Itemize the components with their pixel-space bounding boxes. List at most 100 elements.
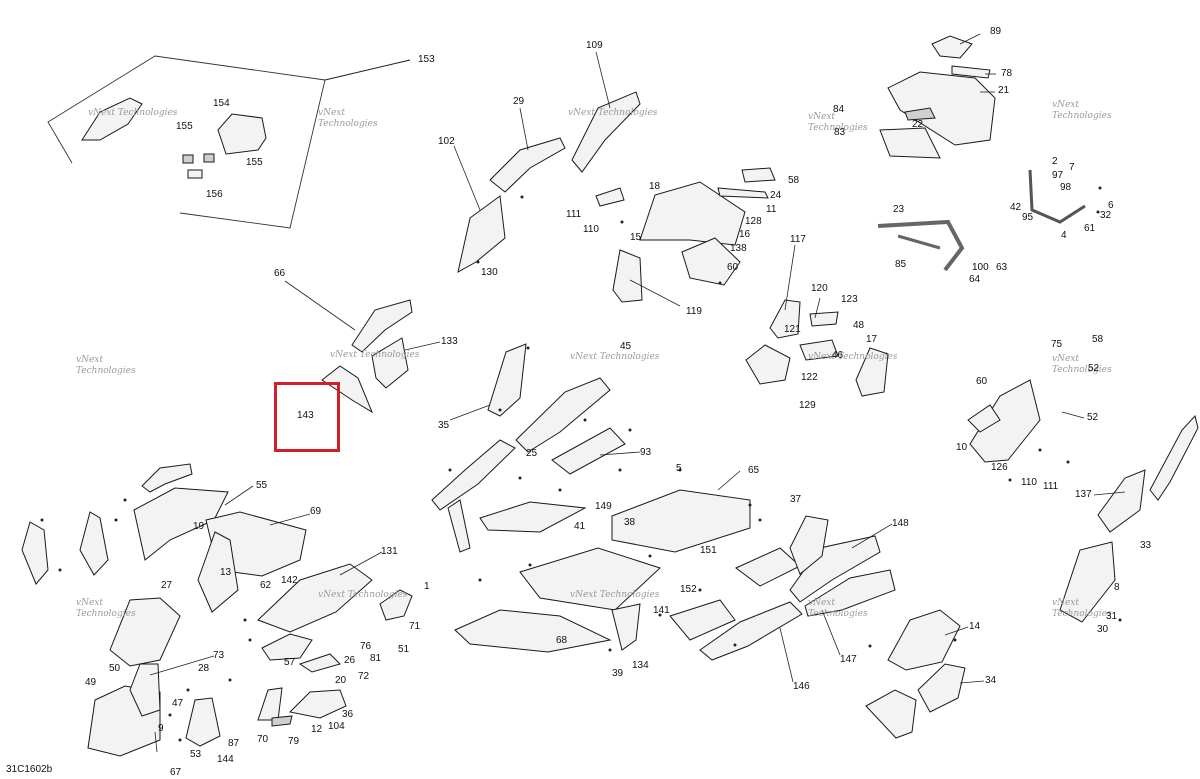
callout-76[interactable]: 76	[360, 641, 372, 652]
callout-61[interactable]: 61	[1084, 223, 1096, 234]
callout-36[interactable]: 36	[342, 709, 354, 720]
callout-58-b[interactable]: 58	[1092, 334, 1104, 345]
callout-121[interactable]: 121	[784, 324, 801, 335]
callout-12[interactable]: 12	[311, 724, 323, 735]
callout-45[interactable]: 45	[620, 341, 632, 352]
callout-100[interactable]: 100	[972, 262, 989, 273]
callout-67[interactable]: 67	[170, 767, 182, 778]
callout-28[interactable]: 28	[198, 663, 210, 674]
callout-89[interactable]: 89	[990, 26, 1002, 37]
callout-6[interactable]: 6	[1108, 200, 1114, 211]
callout-117[interactable]: 117	[790, 234, 806, 245]
callout-93[interactable]: 93	[640, 447, 652, 458]
callout-141[interactable]: 141	[653, 605, 670, 616]
callout-26[interactable]: 26	[344, 655, 356, 666]
callout-46[interactable]: 46	[832, 350, 844, 361]
callout-64[interactable]: 64	[969, 274, 981, 285]
callout-142[interactable]: 142	[281, 575, 298, 586]
callout-5[interactable]: 5	[676, 463, 682, 474]
callout-151[interactable]: 151	[700, 545, 717, 556]
callout-138[interactable]: 138	[730, 243, 747, 254]
callout-16[interactable]: 16	[739, 229, 751, 240]
callout-49[interactable]: 49	[85, 677, 97, 688]
callout-110-b[interactable]: 110	[1021, 477, 1037, 488]
callout-111[interactable]: 111	[566, 209, 582, 220]
callout-48[interactable]: 48	[853, 320, 865, 331]
callout-27[interactable]: 27	[161, 580, 173, 591]
callout-34[interactable]: 34	[985, 675, 997, 686]
callout-143[interactable]: 143	[297, 410, 314, 421]
callout-104[interactable]: 104	[328, 721, 345, 732]
callout-98[interactable]: 98	[1060, 182, 1072, 193]
callout-20[interactable]: 20	[335, 675, 347, 686]
callout-32[interactable]: 32	[1100, 210, 1112, 221]
callout-60-b[interactable]: 60	[976, 376, 988, 387]
callout-109[interactable]: 109	[586, 40, 603, 51]
callout-111-b[interactable]: 111	[1043, 481, 1059, 492]
callout-119[interactable]: 119	[686, 306, 702, 317]
callout-21[interactable]: 21	[998, 85, 1010, 96]
callout-57[interactable]: 57	[284, 657, 296, 668]
callout-126[interactable]: 126	[991, 462, 1008, 473]
callout-53[interactable]: 53	[190, 749, 202, 760]
callout-52-b[interactable]: 52	[1087, 412, 1099, 423]
callout-39[interactable]: 39	[612, 668, 624, 679]
callout-58[interactable]: 58	[788, 175, 800, 186]
callout-41[interactable]: 41	[574, 521, 586, 532]
callout-75[interactable]: 75	[1051, 339, 1063, 350]
callout-60[interactable]: 60	[727, 262, 739, 273]
callout-65[interactable]: 65	[748, 465, 760, 476]
callout-18[interactable]: 18	[649, 181, 661, 192]
callout-2[interactable]: 2	[1052, 156, 1058, 167]
callout-95[interactable]: 95	[1022, 212, 1034, 223]
callout-29[interactable]: 29	[513, 96, 525, 107]
callout-10[interactable]: 10	[956, 442, 968, 453]
callout-17[interactable]: 17	[866, 334, 878, 345]
callout-154[interactable]: 154	[213, 98, 230, 109]
callout-71[interactable]: 71	[409, 621, 421, 632]
callout-19[interactable]: 19	[193, 521, 205, 532]
callout-14[interactable]: 14	[969, 621, 981, 632]
callout-144[interactable]: 144	[217, 754, 234, 765]
callout-9[interactable]: 9	[158, 723, 164, 734]
callout-63[interactable]: 63	[996, 262, 1008, 273]
callout-122[interactable]: 122	[801, 372, 818, 383]
callout-155-b[interactable]: 155	[246, 157, 263, 168]
callout-129[interactable]: 129	[799, 400, 816, 411]
callout-137[interactable]: 137	[1075, 489, 1092, 500]
callout-131[interactable]: 131	[381, 546, 398, 557]
callout-1[interactable]: 1	[424, 581, 430, 592]
callout-31[interactable]: 31	[1106, 611, 1118, 622]
callout-35[interactable]: 35	[438, 420, 450, 431]
callout-149[interactable]: 149	[595, 501, 612, 512]
callout-15[interactable]: 15	[630, 232, 642, 243]
callout-69[interactable]: 69	[310, 506, 322, 517]
callout-146[interactable]: 146	[793, 681, 810, 692]
callout-38[interactable]: 38	[624, 517, 636, 528]
callout-123[interactable]: 123	[841, 294, 858, 305]
callout-11[interactable]: 11	[766, 204, 777, 215]
callout-133[interactable]: 133	[441, 336, 458, 347]
callout-7[interactable]: 7	[1069, 162, 1075, 173]
callout-4[interactable]: 4	[1061, 230, 1067, 241]
callout-72[interactable]: 72	[358, 671, 370, 682]
callout-55[interactable]: 55	[256, 480, 268, 491]
callout-13[interactable]: 13	[220, 567, 232, 578]
callout-22[interactable]: 22	[912, 119, 924, 130]
callout-85[interactable]: 85	[895, 259, 907, 270]
callout-147[interactable]: 147	[840, 654, 857, 665]
callout-110[interactable]: 110	[583, 224, 599, 235]
callout-97[interactable]: 97	[1052, 170, 1064, 181]
callout-128[interactable]: 128	[745, 216, 762, 227]
callout-51[interactable]: 51	[398, 644, 410, 655]
callout-66[interactable]: 66	[274, 268, 286, 279]
callout-62[interactable]: 62	[260, 580, 272, 591]
callout-23[interactable]: 23	[893, 204, 905, 215]
callout-81[interactable]: 81	[370, 653, 382, 664]
callout-68[interactable]: 68	[556, 635, 568, 646]
callout-130[interactable]: 130	[481, 267, 498, 278]
callout-79[interactable]: 79	[288, 736, 300, 747]
callout-52[interactable]: 52	[1088, 363, 1100, 374]
callout-102[interactable]: 102	[438, 136, 455, 147]
callout-152[interactable]: 152	[680, 584, 697, 595]
